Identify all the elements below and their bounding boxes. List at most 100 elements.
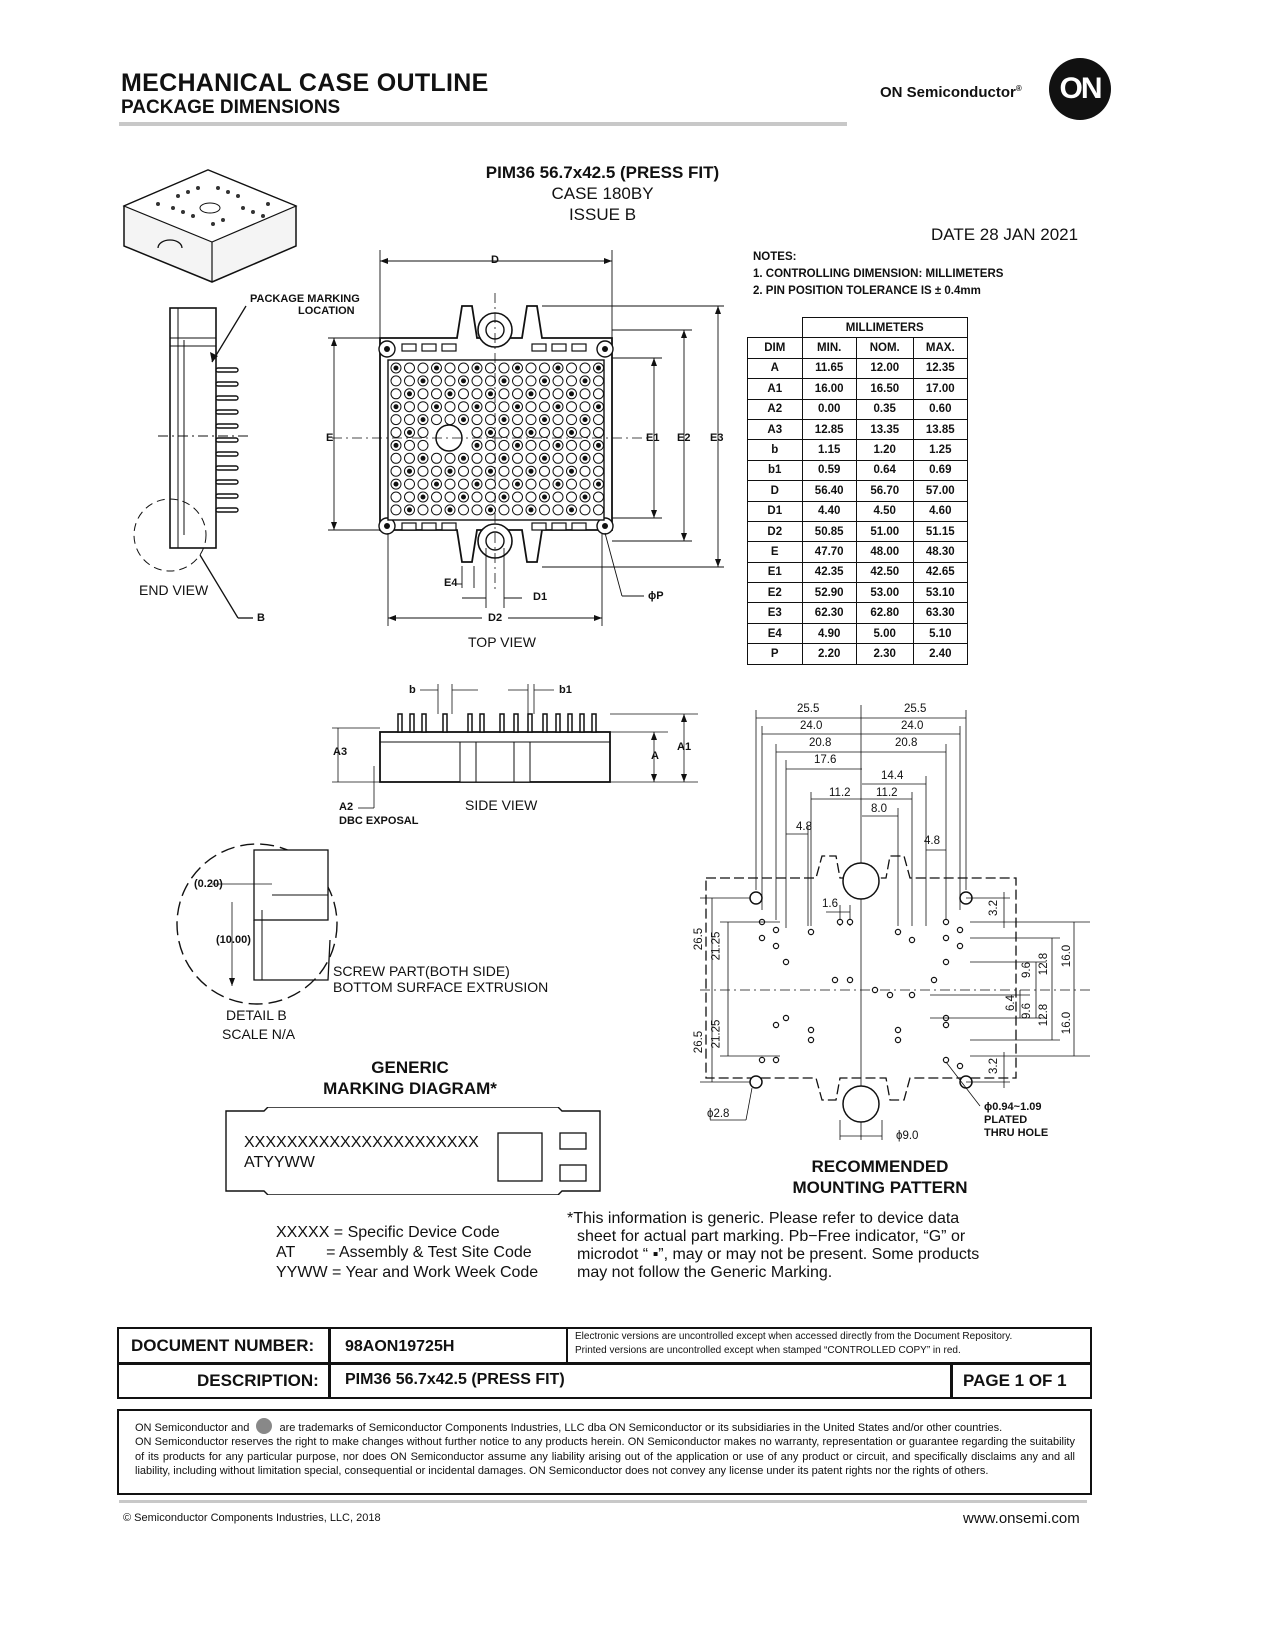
dim-value-cell: 4.90 xyxy=(801,622,857,645)
pin-dot xyxy=(582,417,588,423)
pin-hole xyxy=(458,465,469,477)
notes-heading: NOTES: xyxy=(753,251,797,263)
pin-dot xyxy=(488,430,493,435)
legend-1: XXXXX = Specific Device Code xyxy=(276,1224,500,1241)
legal-body: ON Semiconductor reserves the right to m… xyxy=(135,1436,1075,1477)
website-link[interactable]: www.onsemi.com xyxy=(963,1510,1080,1527)
dim-value-cell: 56.40 xyxy=(801,480,857,502)
mount-pin xyxy=(807,928,815,936)
pin-hole xyxy=(404,452,415,464)
pin-dot xyxy=(596,365,601,371)
dim-e-label: E xyxy=(326,432,334,444)
dim-value-cell: 2.20 xyxy=(801,643,857,665)
dim-value-cell: 56.70 xyxy=(855,480,914,502)
pin-dot xyxy=(569,391,574,397)
pin-hole xyxy=(458,362,469,374)
mdim-1-6: 1.6 xyxy=(822,898,838,910)
pin-hole xyxy=(417,465,429,477)
dim-value-cell: 62.30 xyxy=(801,602,857,624)
pin-hole xyxy=(498,362,510,374)
pin-hole xyxy=(552,491,564,503)
pin-hole xyxy=(485,375,496,387)
pin-dot xyxy=(569,468,574,474)
dim-value-cell: 4.60 xyxy=(912,500,969,522)
package-name: PIM36 56.7x42.5 (PRESS FIT) xyxy=(485,163,720,182)
on-logo-icon: ON xyxy=(1049,58,1111,120)
legal-line1-b: are trademarks of Semiconductor Componen… xyxy=(279,1422,1003,1434)
pin-hole xyxy=(498,478,510,490)
detail-b-label: DETAIL B xyxy=(226,1007,287,1023)
mdim-21-25-bottom: 21.25 xyxy=(710,1019,723,1049)
dim-value-cell: 16.00 xyxy=(801,378,857,400)
pin-hole xyxy=(404,439,415,451)
pin-hole xyxy=(539,427,550,438)
dim-value-cell: 51.00 xyxy=(855,520,914,543)
pin-hole xyxy=(444,375,456,387)
pin-dot xyxy=(596,404,601,410)
pin-hole xyxy=(390,504,402,516)
end-view-drawing xyxy=(133,305,253,619)
mdim-24-0-right: 24.0 xyxy=(901,720,924,732)
mount-pin xyxy=(908,936,916,944)
mdim-8-0: 8.0 xyxy=(871,803,887,815)
pin-hole xyxy=(539,478,550,490)
pin-hole xyxy=(471,491,483,503)
pin-dot xyxy=(447,391,453,397)
pin-hole xyxy=(485,362,496,374)
mount-pin xyxy=(956,1062,964,1070)
dim-e2-label: E2 xyxy=(677,432,691,444)
pin-hole xyxy=(512,375,523,387)
pin-hole xyxy=(566,491,577,503)
description-label: DESCRIPTION: xyxy=(197,1371,319,1390)
mount-pin xyxy=(908,991,916,999)
mdim-16-0-bottom: 16.0 xyxy=(1061,1011,1074,1035)
pin-dot xyxy=(501,378,507,384)
pin-dot xyxy=(582,455,588,461)
pin-hole xyxy=(579,362,591,374)
mdim-20-8-left: 20.8 xyxy=(809,737,832,749)
pin-hole xyxy=(593,388,604,400)
issue: ISSUE B xyxy=(568,205,637,224)
dim-value-cell: 48.30 xyxy=(912,541,969,563)
page-indicator: PAGE 1 OF 1 xyxy=(963,1371,1067,1390)
page-title: MECHANICAL CASE OUTLINE xyxy=(121,69,489,97)
mdim-9-6-top: 9.6 xyxy=(1021,962,1033,978)
pin-hole xyxy=(444,478,456,490)
pin-hole xyxy=(593,465,604,477)
dim-value-cell: 62.80 xyxy=(855,602,914,624)
dim-b-label: b xyxy=(409,684,416,696)
package-marking-label: PACKAGE MARKING xyxy=(250,293,360,305)
mount-pin xyxy=(836,918,844,926)
dim-name-cell: E xyxy=(747,541,803,563)
pin-dot xyxy=(582,494,588,500)
pin-dot xyxy=(393,481,399,487)
pin-dot xyxy=(407,507,412,513)
dim-a1-label: A1 xyxy=(677,741,692,753)
mounting-pattern-label: MOUNTING PATTERN xyxy=(792,1178,968,1197)
mount-pin xyxy=(942,958,950,966)
table-group-header: MILLIMETERS xyxy=(801,316,968,339)
document-number-label: DOCUMENT NUMBER: xyxy=(131,1336,315,1355)
detail-b-callout: B xyxy=(257,612,265,624)
pin-hole xyxy=(404,491,415,503)
pin-hole xyxy=(552,427,564,438)
pin-hole xyxy=(458,504,469,516)
dim-value-cell: 17.00 xyxy=(912,378,969,400)
pin-hole xyxy=(444,414,456,426)
pin-hole xyxy=(485,491,496,503)
pin-hole xyxy=(417,362,429,374)
pin-hole xyxy=(525,452,537,464)
pin-hole xyxy=(417,401,429,413)
pin-hole xyxy=(566,362,577,374)
mount-pin xyxy=(894,1036,902,1044)
document-number: 98AON19725H xyxy=(345,1338,455,1355)
pin-hole xyxy=(566,439,577,451)
marking-diagram-label: MARKING DIAGRAM* xyxy=(323,1079,497,1098)
pin-hole xyxy=(471,504,483,516)
mdim-phi-9-0: ϕ9.0 xyxy=(896,1130,919,1142)
legal-box: ON Semiconductor and are trademarks of S… xyxy=(117,1409,1092,1495)
